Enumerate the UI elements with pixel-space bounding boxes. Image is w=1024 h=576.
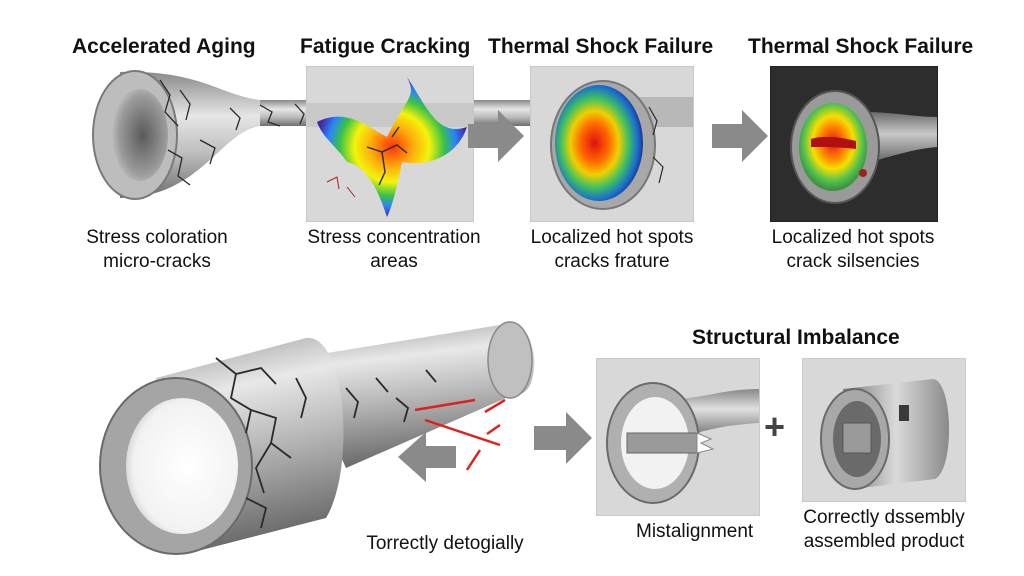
stage-3-caption: Localized hot spots cracks frature (522, 226, 702, 274)
stage-4-caption: Localized hot spots crack silsencies (758, 226, 948, 274)
stage-1-caption: Stress coloration micro-cracks (62, 226, 252, 274)
stage-2-caption: Stress concentration areas (296, 226, 492, 274)
assembled-caption: Correctly dssembly assembled product (796, 506, 972, 554)
thermal-shock-panel-2 (770, 66, 938, 222)
stage-3-title: Thermal Shock Failure (488, 35, 714, 58)
assembled-product-panel (802, 358, 966, 502)
cracked-pipe-illustration (96, 318, 536, 558)
left-gray-arrow (398, 432, 456, 482)
stage-1-title: Accelerated Aging (72, 35, 256, 58)
thermal-shock-panel-1 (530, 66, 694, 222)
top-arrow-1 (468, 110, 524, 162)
misalignment-caption: Mistalignment (636, 521, 754, 542)
assembled-caption-line1: Correctly dssembly (803, 507, 965, 528)
misalignment-panel (596, 358, 760, 516)
stage-4-caption-line1: Localized hot spots (771, 227, 935, 248)
assembled-caption-line2: assembled product (803, 531, 965, 552)
bottom-arrow (534, 412, 592, 464)
stage-1-caption-line2: micro-cracks (103, 251, 211, 272)
stage-4-title: Thermal Shock Failure (748, 35, 974, 58)
stage-2-title: Fatigue Cracking (300, 35, 471, 58)
stress-force-arrows (405, 390, 525, 480)
structural-imbalance-title: Structural Imbalance (692, 326, 900, 349)
stage-3-caption-line1: Localized hot spots (530, 227, 694, 248)
stage-2-caption-line2: areas (370, 251, 418, 272)
stage-1-caption-line1: Stress coloration (86, 227, 228, 248)
fatigue-cracking-panel (306, 66, 474, 222)
top-arrow-2 (712, 110, 768, 162)
plus-symbol: + (764, 406, 786, 447)
stage-4-caption-line2: crack silsencies (786, 251, 920, 272)
stage-3-caption-line2: cracks frature (554, 251, 670, 272)
stage-2-caption-line1: Stress concentration (307, 227, 481, 248)
left-bottom-caption: Torrectly detogially (366, 533, 524, 554)
